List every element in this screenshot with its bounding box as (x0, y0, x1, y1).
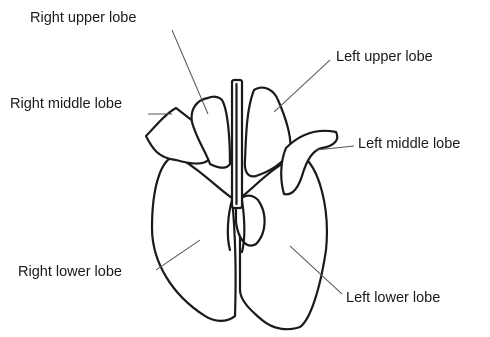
right-lower-lobe-shape (152, 156, 236, 321)
label-left-lower-lobe: Left lower lobe (346, 290, 440, 306)
label-left-upper-lobe: Left upper lobe (336, 49, 433, 65)
label-right-middle-lobe: Right middle lobe (10, 96, 122, 112)
label-right-lower-lobe: Right lower lobe (18, 264, 122, 280)
leader-left-upper (274, 60, 330, 112)
label-left-middle-lobe: Left middle lobe (358, 136, 460, 152)
leader-right-upper (172, 30, 208, 114)
label-right-upper-lobe: Right upper lobe (30, 10, 136, 26)
